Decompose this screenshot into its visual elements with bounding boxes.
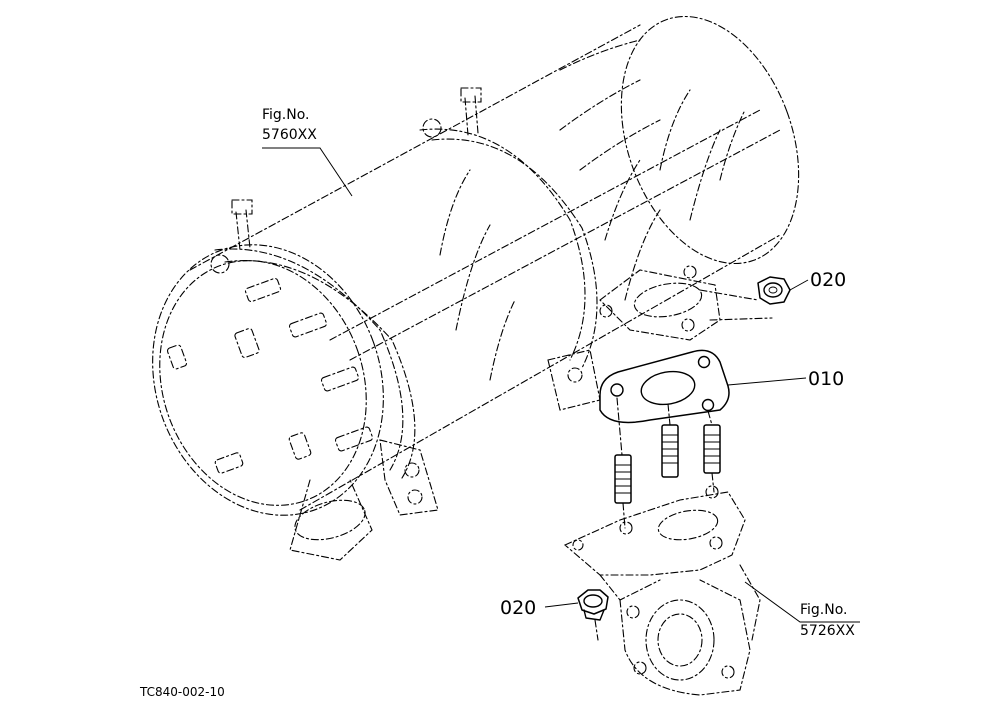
fig-ref-dpf-line1: Fig.No. <box>262 107 310 123</box>
nut-020-bottom <box>577 589 609 621</box>
gasket-010 <box>599 349 730 424</box>
callout-nut-top: 020 <box>810 269 846 291</box>
fig-ref-mount-line1: Fig.No. <box>800 602 848 618</box>
stud-left <box>614 454 632 504</box>
nut-020-top <box>757 276 791 305</box>
leader-lines <box>262 147 860 623</box>
stud-right <box>703 424 721 474</box>
callout-gasket: 010 <box>808 368 844 390</box>
stud-middle <box>661 424 679 478</box>
mount-bracket-assembly <box>563 485 761 696</box>
fig-ref-mount-line2: 5726XX <box>800 623 855 639</box>
dpf-assembly <box>152 15 800 561</box>
studs <box>614 397 721 529</box>
fig-ref-dpf-line2: 5760XX <box>262 127 317 143</box>
drawing-code: TC840-002-10 <box>139 685 225 699</box>
heat-shield-slots <box>166 39 746 474</box>
callout-nut-bottom: 020 <box>500 597 536 619</box>
